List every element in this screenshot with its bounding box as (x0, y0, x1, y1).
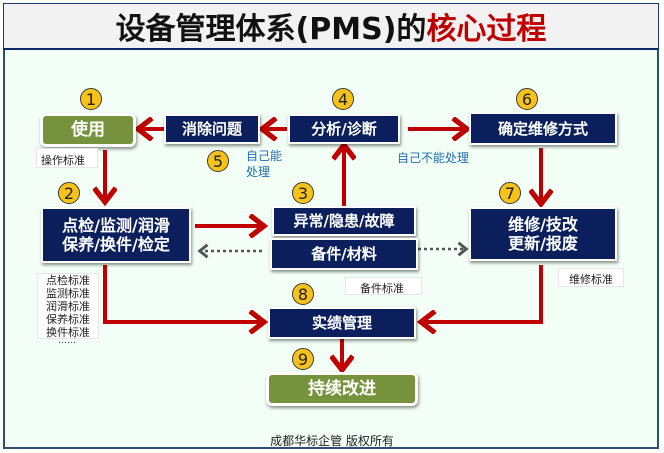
step-analyze-box[interactable]: 分析/诊断 (288, 114, 400, 144)
step-use-box[interactable]: 使用 (40, 113, 136, 147)
step-inspect-box[interactable]: 点检/监测/润滑 保养/换件/检定 (41, 207, 191, 263)
title-main: 设备管理体系(PMS)的 (115, 12, 427, 47)
step-performance-box[interactable]: 实绩管理 (268, 307, 416, 339)
note-self-handle-line2: 处理 (246, 165, 271, 180)
page-title: 设备管理体系(PMS)的核心过程 (116, 4, 547, 48)
standard-item: 保养标准 (46, 313, 90, 326)
step-decide-method-label: 确定维修方式 (497, 119, 588, 138)
step-eliminate-box[interactable]: 消除问题 (164, 114, 260, 144)
step-improve-box[interactable]: 持续改进 (266, 372, 418, 406)
step-improve-label: 持续改进 (308, 378, 376, 399)
note-repair-standard: 维修标准 (558, 268, 624, 287)
copyright-footer: 成都华标企管 版权所有 (270, 434, 394, 448)
step-badge-8: 8 (292, 283, 314, 305)
arrow-repair-to-performance (423, 265, 543, 322)
step-abnormal-box[interactable]: 异常/隐患/故障 (272, 206, 416, 236)
standard-item: 润滑标准 (46, 300, 90, 313)
step-use-label: 使用 (71, 119, 105, 140)
standard-item: 点检标准 (46, 274, 90, 287)
step-abnormal-label: 异常/隐患/故障 (293, 212, 395, 230)
step-eliminate-label: 消除问题 (181, 120, 242, 138)
step-spare-parts-box[interactable]: 备件/材料 (270, 238, 418, 270)
step-repair-line2: 更新/报废 (508, 234, 578, 253)
step-badge-1: 1 (80, 88, 102, 110)
arrow-inspect-to-performance (103, 265, 262, 322)
step-badge-5: 5 (207, 150, 229, 172)
step-badge-4: 4 (332, 88, 354, 110)
step-analyze-label: 分析/诊断 (311, 120, 377, 138)
note-standards-list: 点检标准 监测标准 润滑标准 保养标准 换件标准 (37, 273, 99, 339)
step-repair-line1: 维修/技改 (508, 214, 578, 234)
step-performance-label: 实绩管理 (311, 314, 372, 332)
note-self-handle-line1: 自己能 (246, 149, 283, 163)
step-decide-method-box[interactable]: 确定维修方式 (469, 112, 617, 145)
step-badge-6: 6 (516, 88, 538, 110)
title-bar: 设备管理体系(PMS)的核心过程 (3, 3, 659, 50)
standard-item: 换件标准 (46, 326, 90, 339)
step-spare-parts-label: 备件/材料 (311, 245, 377, 263)
note-self-handle: 自己能处理 (246, 148, 282, 180)
step-badge-3: 3 (292, 182, 314, 204)
standards-ellipsis: …… (58, 336, 76, 346)
step-inspect-line2: 保养/换件/检定 (62, 235, 170, 254)
step-repair-box[interactable]: 维修/技改 更新/报废 (469, 207, 617, 261)
step-badge-2: 2 (58, 182, 80, 204)
step-inspect-line1: 点检/监测/润滑 (62, 215, 170, 235)
note-operation-standard: 操作标准 (36, 148, 98, 168)
standard-item: 监测标准 (46, 287, 90, 300)
step-badge-9: 9 (292, 348, 314, 370)
note-spare-standard: 备件标准 (345, 277, 422, 295)
step-badge-7: 7 (499, 182, 521, 204)
title-highlight: 核心过程 (426, 12, 547, 47)
note-cannot-self-handle: 自己不能处理 (397, 151, 470, 165)
